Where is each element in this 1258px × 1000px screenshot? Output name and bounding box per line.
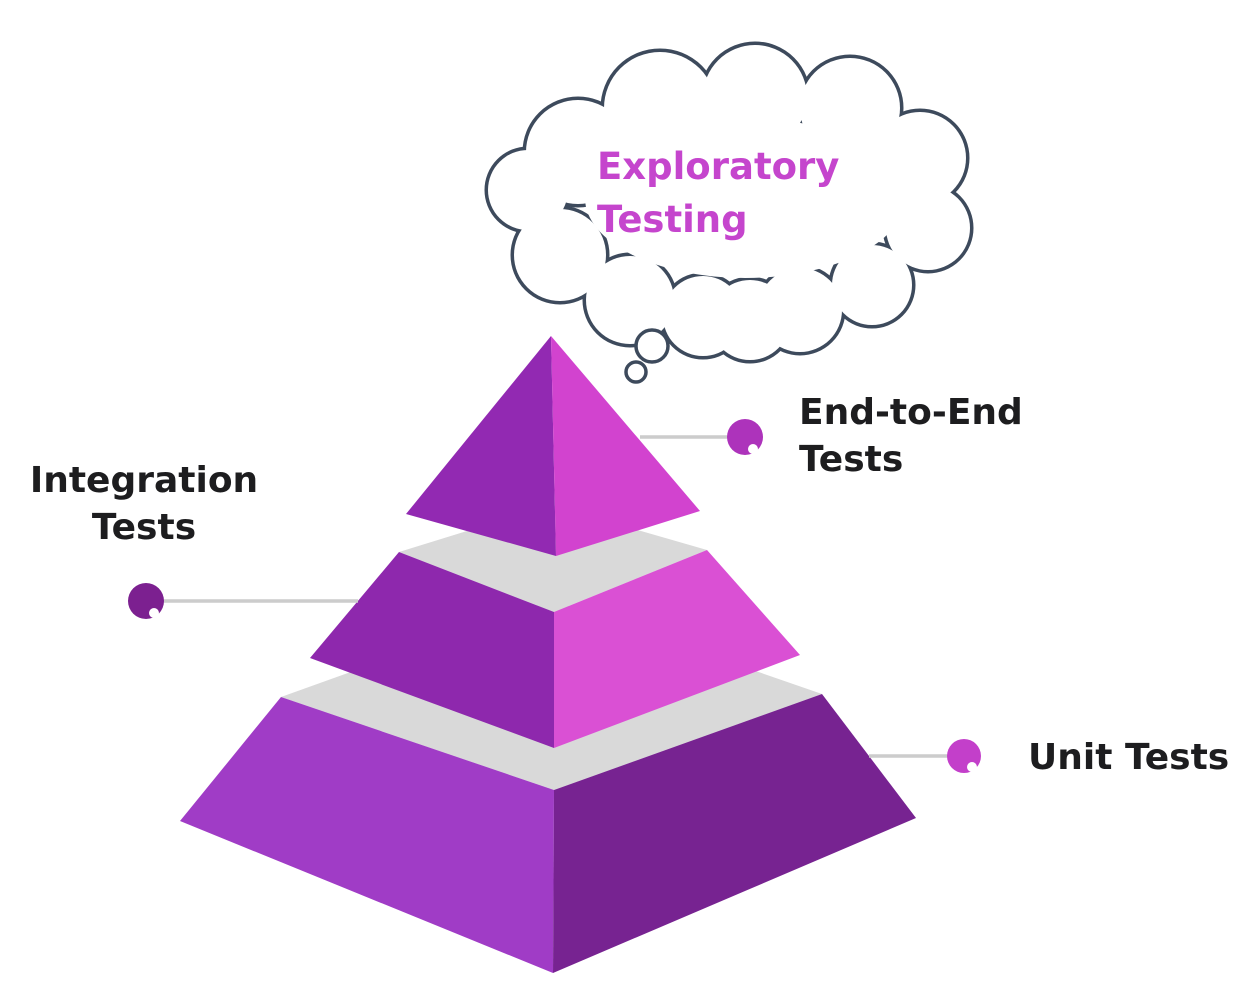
connector-lines	[150, 435, 962, 758]
integration-dot-notch	[149, 608, 159, 618]
cloud-label-line2: Testing	[597, 198, 748, 241]
bottom-tier-right-face	[553, 694, 916, 973]
thought-trail-icon	[624, 328, 670, 384]
unit-dot-notch	[967, 762, 977, 772]
cloud-fill	[488, 45, 970, 360]
integration-label-line1: Integration	[29, 460, 259, 501]
top-tier-right-face	[551, 336, 700, 556]
integration-label: Integration Tests	[18, 457, 270, 551]
pyramid-tier-top	[406, 336, 700, 556]
connector-dots	[128, 419, 981, 773]
unit-label-line1: Unit Tests	[1028, 737, 1230, 778]
middle-tier-right-face	[554, 550, 800, 748]
bottom-tier-left-face	[180, 697, 554, 973]
cloud-label: Exploratory Testing	[597, 140, 839, 246]
cloud-label-line1: Exploratory	[597, 145, 840, 188]
top-tier-left-face	[406, 336, 556, 556]
thought-cloud	[484, 41, 974, 384]
end-to-end-label-line2: Tests	[799, 439, 904, 480]
unit-label: Unit Tests	[1028, 734, 1229, 781]
middle-tier-left-face	[310, 552, 554, 748]
end-to-end-dot-notch	[748, 444, 758, 454]
end-to-end-label-line1: End-to-End	[799, 392, 1023, 433]
end-to-end-label: End-to-End Tests	[799, 389, 1023, 483]
integration-label-line2: Tests	[91, 507, 197, 548]
